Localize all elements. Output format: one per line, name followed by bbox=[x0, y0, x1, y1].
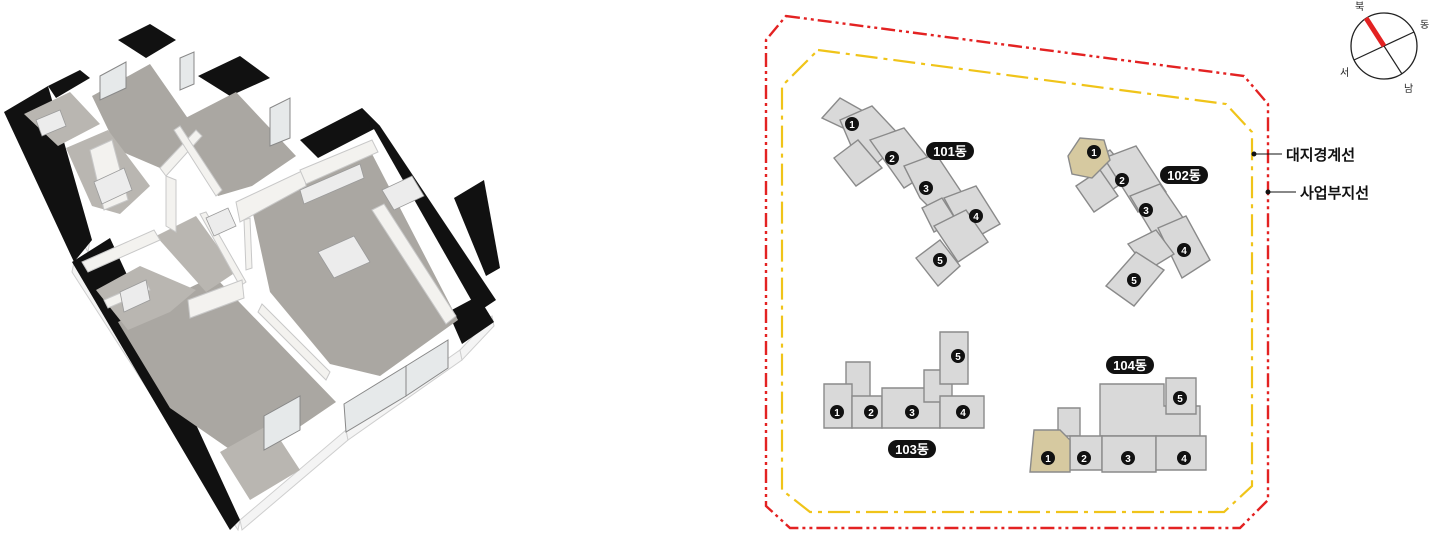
legend-site-boundary-label: 대지경계선 bbox=[1286, 146, 1355, 164]
unit-number: 1 bbox=[1091, 148, 1097, 159]
building-101-unit-3: 3 bbox=[919, 181, 933, 195]
building-label: 102동 bbox=[1167, 168, 1201, 183]
building-101-unit-2: 2 bbox=[885, 151, 899, 165]
compass-east-label: 동 bbox=[1420, 19, 1429, 31]
unit-number: 2 bbox=[868, 408, 874, 419]
building-101-unit-1: 1 bbox=[845, 117, 859, 131]
unit-number: 5 bbox=[937, 256, 943, 267]
unit-number: 5 bbox=[1177, 394, 1183, 405]
unit-number: 4 bbox=[960, 408, 966, 419]
unit-number: 2 bbox=[1119, 176, 1125, 187]
unit-number: 3 bbox=[1125, 454, 1131, 465]
unit-number: 5 bbox=[955, 352, 961, 363]
building-104-unit-5: 5 bbox=[1173, 391, 1187, 405]
building-label: 104동 bbox=[1113, 358, 1147, 373]
fixtures bbox=[35, 109, 425, 313]
compass-north-label: 북 bbox=[1355, 1, 1364, 13]
building-102-unit-4: 4 bbox=[1177, 243, 1191, 257]
building-103-unit-3: 3 bbox=[905, 405, 919, 419]
building-102-unit-2: 2 bbox=[1115, 173, 1129, 187]
unit-number: 1 bbox=[1045, 454, 1051, 465]
building-103-unit-2: 2 bbox=[864, 405, 878, 419]
unit-number: 2 bbox=[889, 154, 895, 165]
building-103-unit-4: 4 bbox=[956, 405, 970, 419]
building-104-label: 104동 bbox=[1106, 356, 1154, 374]
unit-number: 4 bbox=[1181, 454, 1187, 465]
building-101-label: 101동 bbox=[926, 142, 974, 160]
building-104-unit-2: 2 bbox=[1077, 451, 1091, 465]
building-102: 1 2 3 4 5 102동 bbox=[1067, 137, 1211, 307]
building-102-unit-3: 3 bbox=[1139, 203, 1153, 217]
building-101-unit-5: 5 bbox=[933, 253, 947, 267]
building-104: 1 2 3 4 5 104동 bbox=[1029, 356, 1207, 473]
legend-site-boundary: 대지경계선 bbox=[1251, 146, 1355, 164]
legend-project-boundary-label: 사업부지선 bbox=[1300, 185, 1369, 202]
building-104-unit-3: 3 bbox=[1121, 451, 1135, 465]
building-104-highlighted-unit bbox=[1029, 429, 1071, 473]
unit-number: 5 bbox=[1131, 276, 1137, 287]
legend: 대지경계선 사업부지선 bbox=[1251, 146, 1369, 202]
compass-icon: 북 동 남 서 bbox=[1340, 1, 1429, 95]
building-102-label: 102동 bbox=[1160, 166, 1208, 184]
project-boundary-line bbox=[780, 48, 1254, 514]
legend-project-boundary: 사업부지선 bbox=[1265, 185, 1369, 202]
building-103-label: 103동 bbox=[888, 440, 936, 458]
building-104-unit-4: 4 bbox=[1177, 451, 1191, 465]
glass-windows bbox=[99, 51, 449, 451]
unit-number: 4 bbox=[973, 212, 979, 223]
isometric-floorplan bbox=[4, 24, 500, 532]
building-101: 1 2 3 4 5 101동 bbox=[820, 97, 1001, 288]
site-boundary-line bbox=[764, 14, 1270, 530]
building-103: 1 2 3 4 5 103동 bbox=[823, 331, 985, 458]
unit-number: 1 bbox=[849, 120, 855, 131]
unit-number: 4 bbox=[1181, 246, 1187, 257]
compass-south-label: 남 bbox=[1404, 83, 1413, 95]
building-label: 101동 bbox=[933, 144, 967, 159]
compass-west-label: 서 bbox=[1340, 67, 1349, 79]
building-103-unit-1: 1 bbox=[830, 405, 844, 419]
building-101-unit-4: 4 bbox=[969, 209, 983, 223]
unit-number: 3 bbox=[909, 408, 915, 419]
unit-number: 3 bbox=[1143, 206, 1149, 217]
unit-number: 2 bbox=[1081, 454, 1087, 465]
building-label: 103동 bbox=[895, 442, 929, 457]
building-102-unit-1: 1 bbox=[1087, 145, 1101, 159]
building-102-unit-5: 5 bbox=[1127, 273, 1141, 287]
building-104-unit-1: 1 bbox=[1041, 451, 1055, 465]
site-plan: 대지경계선 사업부지선 북 동 남 서 1 2 bbox=[764, 1, 1429, 530]
unit-number: 1 bbox=[834, 408, 840, 419]
unit-number: 3 bbox=[923, 184, 929, 195]
building-103-unit-5: 5 bbox=[951, 349, 965, 363]
